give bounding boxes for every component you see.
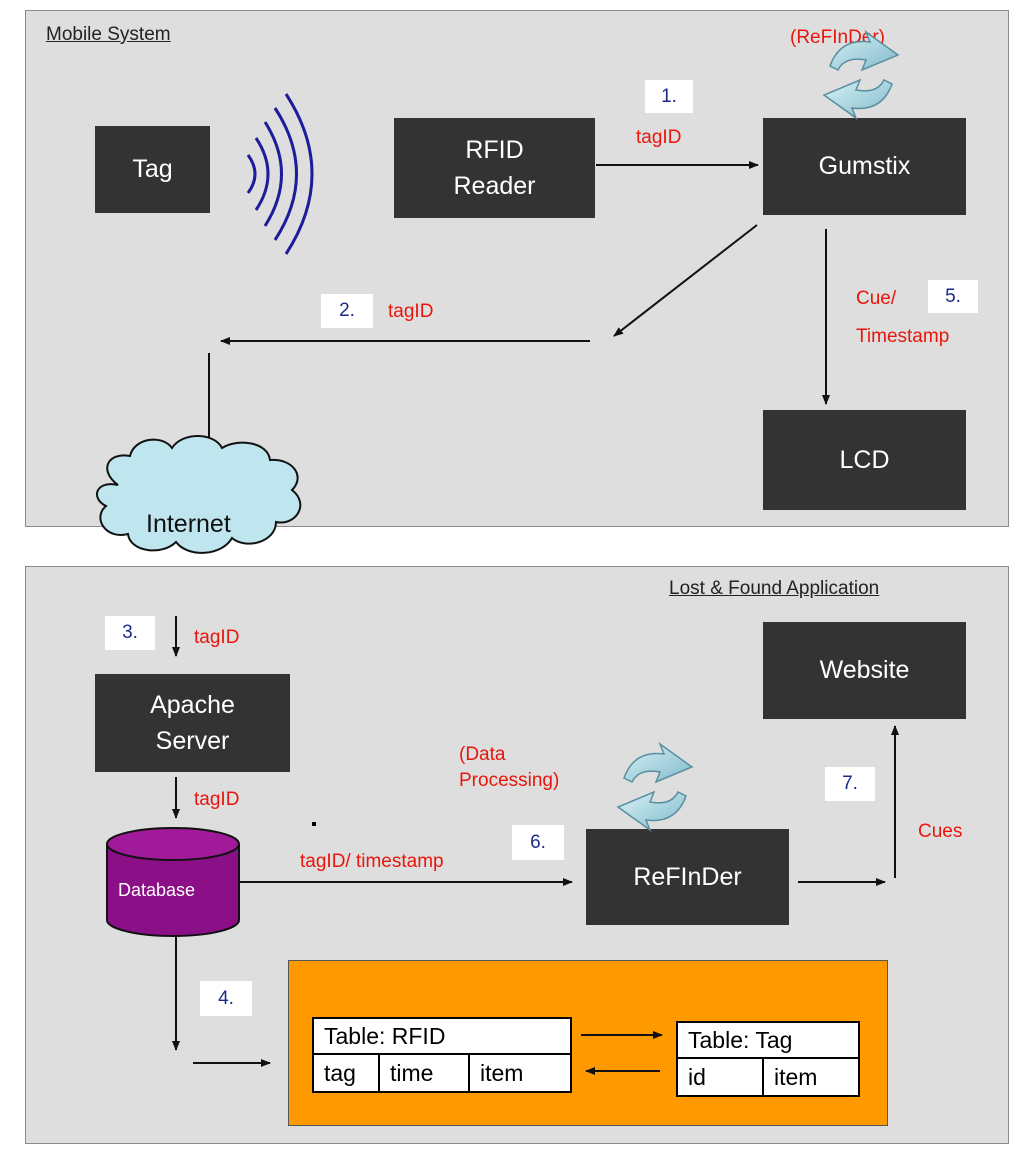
lcd-box: LCD (763, 410, 966, 510)
step-6-badge: 6. (512, 825, 564, 860)
step-1-label: tagID (636, 127, 682, 148)
gumstix-diagonal-arrow (613, 224, 758, 337)
step-5-badge: 5. (928, 280, 978, 313)
rfid-table-columns: tag time item (314, 1055, 570, 1091)
rfid-col-tag: tag (314, 1055, 380, 1091)
website-box: Website (763, 622, 966, 719)
internet-cloud-icon (95, 435, 302, 554)
step-7-label: Cues (918, 821, 963, 842)
step-6-label: tagID/ timestamp (300, 851, 444, 872)
tag-table-columns: id item (678, 1059, 858, 1095)
internet-label: Internet (146, 510, 231, 538)
step-4-badge: 4. (200, 981, 252, 1016)
rfid-table-title: Table: RFID (314, 1019, 570, 1055)
rfid-col-item: item (480, 1059, 524, 1086)
mobile-system-title: Mobile System (46, 24, 171, 45)
gumstix-box: Gumstix (763, 118, 966, 215)
step-1-badge: 1. (645, 80, 693, 113)
tag-col-id: id (678, 1059, 764, 1095)
rfid-col-time: time (380, 1055, 470, 1091)
step-2-label: tagID (388, 301, 434, 322)
rfid-waves-icon (246, 93, 314, 255)
rfid-reader-box: RFID Reader (394, 118, 595, 218)
tag-col-item: item (774, 1063, 818, 1090)
step-7-badge: 7. (825, 767, 875, 801)
step-2-badge: 2. (321, 294, 373, 328)
refinder-cycle-icon (822, 29, 900, 121)
step-3-badge: 3. (105, 616, 155, 650)
database-label: Database (118, 880, 196, 900)
tag-box: Tag (95, 126, 210, 213)
database-icon (106, 827, 240, 937)
step-3b-label: tagID (194, 789, 240, 810)
data-processing-cycle-icon (616, 741, 694, 833)
data-processing-label: (Data Processing) (459, 744, 560, 791)
tag-table-title: Table: Tag (678, 1023, 858, 1059)
refinder-box: ReFInDer (586, 829, 789, 925)
apache-server-box: Apache Server (95, 674, 290, 772)
step-5-label: Cue/ Timestamp (856, 288, 950, 347)
rfid-table (312, 822, 316, 826)
rfid-table-box: Table: RFID tag time item (312, 1017, 572, 1093)
lost-found-title: Lost & Found Application (669, 578, 880, 599)
tag-table-box: Table: Tag id item (676, 1021, 860, 1097)
step-3-label: tagID (194, 627, 240, 648)
